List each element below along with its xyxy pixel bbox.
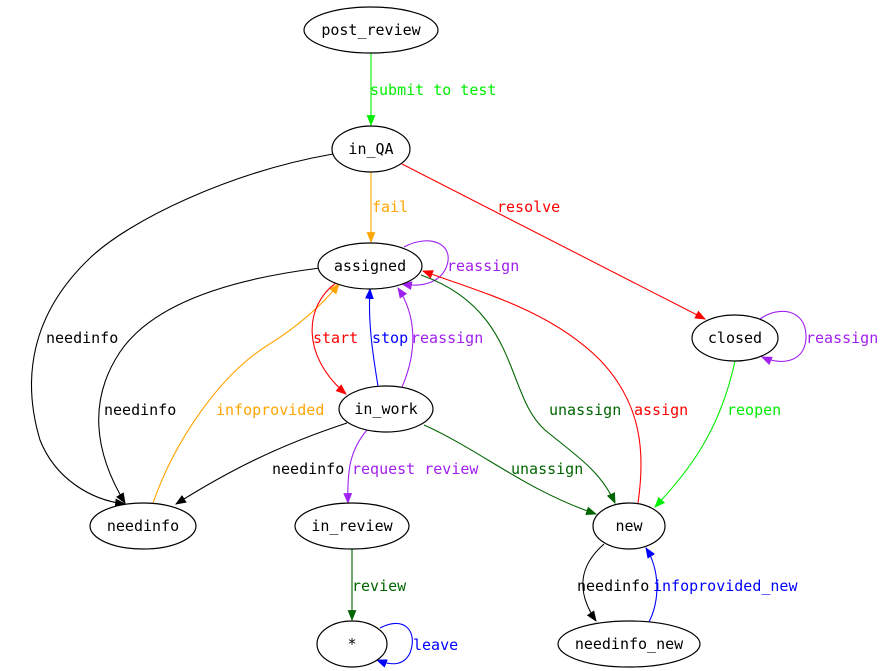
node-label: closed: [708, 329, 762, 347]
edge-closed-self: [759, 310, 807, 365]
edge-label-in_work-needinfo: needinfo: [272, 460, 344, 478]
node-label: post_review: [321, 21, 421, 39]
edge-label-assigned-needinfo: needinfo: [104, 401, 176, 419]
node-needinfo-new: needinfo_new: [557, 620, 701, 668]
edge-assigned-needinfo: [98, 267, 321, 504]
edge-label-needinfo_new-new: infoprovided_new: [653, 577, 798, 595]
node-label: assigned: [334, 257, 406, 275]
edge-in_work-new: [423, 424, 598, 515]
edge-in_work-needinfo: [175, 422, 348, 505]
node-label: *: [347, 635, 356, 653]
node-ellipse: [89, 502, 197, 550]
edge-label-closed-new: reopen: [727, 401, 781, 419]
edge-label-in_QA-needinfo: needinfo: [46, 329, 118, 347]
edge-label-new-needinfo_new: needinfo: [577, 577, 649, 595]
node-star: *: [316, 620, 388, 668]
edge-label-in_QA-assigned: fail: [372, 198, 408, 216]
edge-in_work-in_review: [343, 429, 368, 505]
edge-assigned-new: [420, 274, 616, 505]
edge-closed-new: [654, 360, 736, 508]
edge-needinfo_new-new: [645, 547, 658, 623]
edge-in_QA-needinfo: [31, 153, 334, 508]
edge-in_work-assigned-reassign: [397, 287, 414, 388]
edge-label-in_work-in_review: request review: [352, 460, 479, 478]
node-post-review: post_review: [303, 6, 439, 54]
node-label: needinfo: [107, 517, 179, 535]
node-in-review: in_review: [294, 502, 410, 550]
nodes-layer: post_reviewin_QAassignedclosedin_worknee…: [89, 6, 779, 668]
edge-in_work-assigned-stop: [364, 287, 379, 387]
node-ellipse: [338, 385, 434, 433]
edge-label-star-self: leave: [413, 636, 458, 654]
edge-label-in_QA-closed: resolve: [497, 198, 560, 216]
edge-assigned-self: [400, 240, 449, 291]
edge-label-assigned-in_work: start: [313, 329, 358, 347]
node-in-work: in_work: [338, 385, 434, 433]
node-ellipse: [317, 242, 423, 290]
node-label: in_review: [311, 517, 393, 535]
edge-label-new-assigned: assign: [634, 401, 688, 419]
edge-label-assigned-self: reassign: [447, 257, 519, 275]
edge-label-in_work-assigned-stop: stop: [372, 329, 408, 347]
node-in-QA: in_QA: [331, 125, 411, 173]
node-label: in_work: [354, 400, 417, 418]
node-ellipse: [294, 502, 410, 550]
node-assigned: assigned: [317, 242, 423, 290]
edge-labels-layer: submit to test fail resolve needinfo reassig…: [46, 81, 878, 654]
node-ellipse: [316, 620, 388, 668]
node-ellipse: [331, 125, 411, 173]
edge-label-in_work-new: unassign: [511, 460, 583, 478]
node-ellipse: [303, 6, 439, 54]
node-ellipse: [557, 620, 701, 668]
edge-label-in_review-star: review: [352, 577, 407, 595]
node-label: in_QA: [348, 140, 393, 158]
edge-assigned-in_work: [311, 282, 347, 395]
node-label: needinfo_new: [575, 635, 684, 653]
node-new: new: [592, 502, 666, 550]
edge-label-needinfo-assigned: infoprovided: [216, 401, 324, 419]
node-closed: closed: [691, 314, 779, 362]
node-ellipse: [592, 502, 666, 550]
edge-in_QA-closed: [401, 163, 706, 320]
node-label: new: [615, 517, 643, 535]
edge-label-assigned-new: unassign: [549, 401, 621, 419]
edge-new-assigned: [421, 270, 642, 504]
edge-label-in_work-assigned-reassign: reassign: [411, 329, 483, 347]
edges-layer: [31, 53, 807, 668]
edge-star-self: [375, 622, 413, 668]
edge-label-closed-self: reassign: [806, 329, 878, 347]
edge-label-post_review-in_QA: submit to test: [370, 81, 496, 99]
node-needinfo: needinfo: [89, 502, 197, 550]
edge-new-needinfo_new: [582, 543, 605, 622]
node-ellipse: [691, 314, 779, 362]
